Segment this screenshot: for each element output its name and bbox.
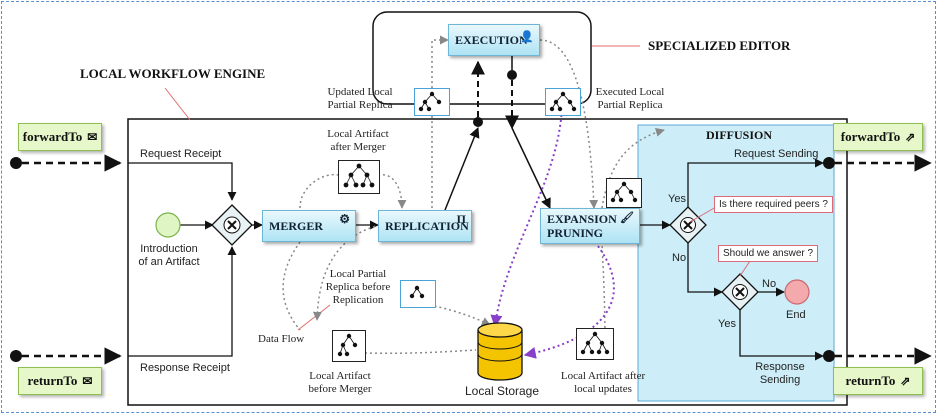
before-merger-label: Local Artifact before Merger (300, 370, 380, 396)
after-updates-thumbnail (576, 328, 614, 360)
replication-task[interactable]: REPLICATION Π (378, 210, 472, 242)
response-sending-line-1: Response (755, 361, 805, 373)
executed-replica-label: Executed Local Partial Replica (584, 86, 676, 112)
export-icon: ⇗ (900, 373, 911, 388)
after-merger-label: Local Artifact after Merger (316, 128, 400, 154)
response-sending-line-2: Sending (759, 374, 801, 386)
forward-to-out-label: forwardTo (840, 129, 901, 144)
before-replication-line-3: Replication (332, 294, 384, 306)
return-to-in-label: returnTo (27, 373, 78, 388)
start-event (155, 212, 181, 238)
parallel-icon: Π (456, 212, 466, 226)
return-to-out-label: returnTo (845, 373, 896, 388)
merger-task[interactable]: MERGER ⚙ (262, 210, 356, 242)
pruning-label: PRUNING (547, 226, 603, 240)
specialized-editor-title: SPECIALIZED EDITOR (648, 38, 791, 53)
executed-replica-line-2: Partial Replica (597, 99, 663, 111)
no-right-label: No (762, 278, 777, 290)
replication-label: REPLICATION (385, 218, 469, 233)
response-receipt-label: Response Receipt (140, 362, 230, 374)
return-to-out-port[interactable]: returnTo ⇗ (833, 367, 923, 395)
updated-replica-line-1: Updated Local (327, 86, 393, 98)
request-sending-label: Request Sending (734, 148, 819, 160)
before-merger-thumbnail (332, 330, 366, 362)
local-storage-label: Local Storage (464, 384, 540, 398)
updated-replica-thumbnail (414, 88, 450, 116)
end-label: End (786, 309, 806, 321)
after-updates-line-2: local updates (574, 383, 632, 395)
before-replication-thumbnail (400, 280, 436, 308)
executed-replica-line-1: Executed Local (595, 86, 665, 98)
after-merger-line-2: after Merger (330, 141, 386, 153)
execution-label: EXECUTION (455, 32, 528, 47)
merge-gateway (211, 204, 253, 246)
before-merger-line-2: before Merger (308, 383, 372, 395)
executed-replica-thumbnail (545, 88, 581, 116)
expansion-thumbnail (606, 178, 642, 208)
no-top-label: No (672, 252, 687, 264)
expansion-label: EXPANSION (547, 212, 617, 226)
return-to-in-port[interactable]: returnTo ✉ (18, 367, 102, 395)
before-replication-label: Local Partial Replica before Replication (318, 268, 398, 307)
required-peers-note: Is there required peers ? (714, 196, 833, 213)
forward-to-in-port[interactable]: forwardTo ✉ (18, 123, 102, 151)
after-merger-line-1: Local Artifact (327, 128, 389, 140)
before-merger-line-1: Local Artifact (309, 370, 371, 382)
brush-icon: 🖌 (620, 212, 634, 224)
local-storage-cylinder (477, 322, 523, 381)
yes-top-label: Yes (668, 193, 686, 205)
execution-task[interactable]: EXECUTION 👤 (448, 24, 540, 56)
inbox-icon: ✉ (87, 129, 98, 144)
export-icon: ⇗ (905, 129, 916, 144)
merger-label: MERGER (269, 218, 323, 233)
data-flow-label: Data Flow (258, 333, 305, 345)
diffusion-box (637, 124, 835, 402)
introduction-line-1: Introduction (140, 243, 198, 255)
before-replication-line-2: Replica before (325, 281, 391, 293)
answer-gateway (721, 273, 759, 311)
after-updates-label: Local Artifact after local updates (548, 370, 658, 396)
expansion-pruning-task[interactable]: EXPANSION PRUNING 🖌 (540, 208, 640, 244)
introduction-line-2: of an Artifact (138, 256, 200, 268)
introduction-label: Introduction of an Artifact (130, 243, 208, 269)
yes-bottom-label: Yes (718, 318, 736, 330)
updated-replica-label: Updated Local Partial Replica (314, 86, 406, 112)
forward-to-out-port[interactable]: forwardTo ⇗ (833, 123, 923, 151)
before-replication-line-1: Local Partial (329, 268, 387, 280)
diffusion-title: DIFFUSION (706, 128, 773, 142)
forward-to-in-label: forwardTo (22, 129, 83, 144)
inbox-icon: ✉ (82, 373, 93, 388)
after-merger-thumbnail (338, 160, 380, 194)
updated-replica-line-2: Partial Replica (327, 99, 393, 111)
gear-icon: ⚙ (339, 212, 350, 226)
after-updates-line-1: Local Artifact after (560, 370, 646, 382)
should-answer-note: Should we answer ? (718, 245, 819, 262)
request-receipt-label: Request Receipt (140, 148, 222, 160)
local-workflow-engine-title: LOCAL WORKFLOW ENGINE (80, 66, 266, 81)
user-icon: 👤 (520, 31, 534, 43)
response-sending-label: Response Sending (750, 361, 810, 387)
end-event (784, 279, 810, 305)
